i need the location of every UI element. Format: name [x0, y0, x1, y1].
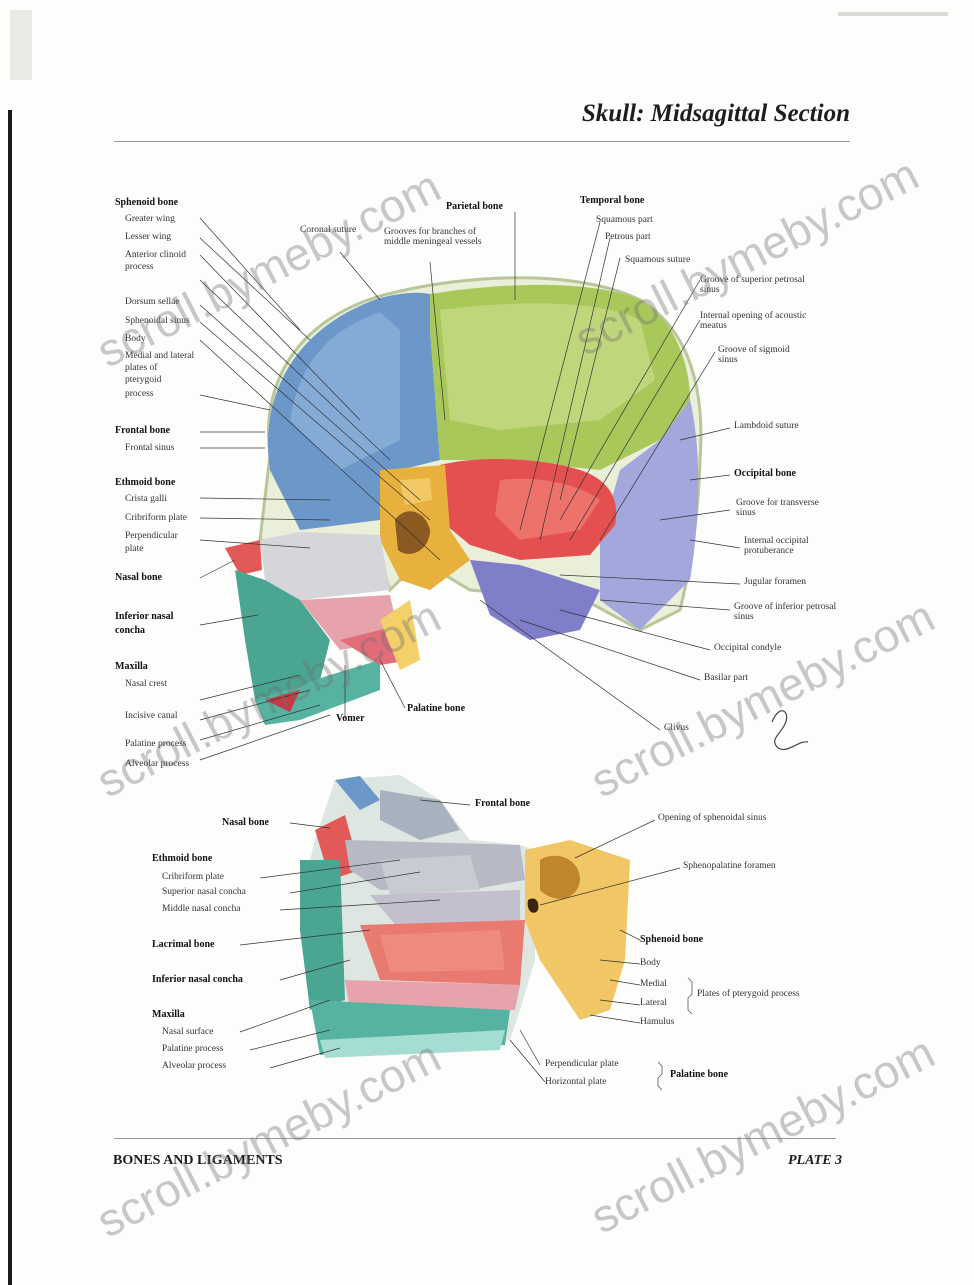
label-occipital-condyle: Occipital condyle [714, 644, 781, 654]
label-nasal-crest: Nasal crest [125, 680, 167, 690]
label-plates-pterygoid: Plates of pterygoid process [697, 990, 800, 1000]
label-process: process [125, 390, 154, 400]
label-lower-alveolar-process: Alveolar process [162, 1062, 226, 1072]
label-lower-nasal-surface: Nasal surface [162, 1028, 213, 1038]
label-perpendicular-plate: Perpendicular plate [545, 1060, 619, 1070]
label-parietal-bone: Parietal bone [446, 202, 503, 213]
label-maxilla: Maxilla [115, 662, 148, 673]
label-lesser-wing: Lesser wing [125, 233, 171, 243]
label-opening-sphenoidal-sinus: Opening of sphenoidal sinus [658, 814, 766, 824]
label-squamous-part: Squamous part [596, 216, 653, 226]
label-lower-superior-concha: Superior nasal concha [162, 888, 246, 898]
label-lower-frontal-bone: Frontal bone [475, 799, 530, 810]
label-palatine-bone: Palatine bone [407, 704, 465, 715]
label-perpendicular-plate: plate [125, 545, 143, 555]
label-groove-transverse: Groove for transverse sinus [736, 499, 836, 519]
label-lower-cribriform-plate: Cribriform plate [162, 873, 224, 883]
label-groove-inferior-petrosal: Groove of inferior petrosal sinus [734, 603, 844, 623]
label-lower-inferior-concha: Inferior nasal concha [152, 975, 243, 986]
label-vomer: Vomer [336, 714, 365, 725]
label-anterior-clinoid-process: process [125, 263, 154, 273]
label-horizontal-plate: Horizontal plate [545, 1078, 606, 1088]
label-groove-sigmoid: Groove of sigmoid sinus [718, 346, 808, 366]
label-internal-acoustic-meatus: Internal opening of acoustic meatus [700, 312, 820, 332]
label-lower-body: Body [640, 959, 661, 969]
label-lambdoid-suture: Lambdoid suture [734, 422, 799, 432]
label-medial-plate: Medial [640, 980, 667, 990]
label-crista-galli: Crista galli [125, 495, 167, 505]
label-lower-ethmoid-bone: Ethmoid bone [152, 854, 212, 865]
footer-plate-number: PLATE 3 [788, 1153, 842, 1169]
label-lateral-plate: Lateral [640, 999, 667, 1009]
label-occipital-bone: Occipital bone [734, 469, 796, 480]
label-greater-wing: Greater wing [125, 215, 175, 225]
label-ethmoid-bone: Ethmoid bone [115, 478, 175, 489]
label-lower-nasal-bone: Nasal bone [222, 818, 269, 829]
label-internal-occipital-protuberance: Internal occipital protuberance [744, 537, 854, 557]
label-frontal-sinus: Frontal sinus [125, 444, 174, 454]
label-lower-lacrimal-bone: Lacrimal bone [152, 940, 215, 951]
label-concha: concha [115, 626, 145, 637]
label-petrous-part: Petrous part [605, 233, 651, 243]
label-lower-middle-concha: Middle nasal concha [162, 905, 241, 915]
label-lower-maxilla: Maxilla [152, 1010, 185, 1021]
label-pterygoid: pterygoid [125, 376, 161, 386]
label-perpendicular: Perpendicular [125, 532, 178, 542]
label-cribriform-plate: Cribriform plate [125, 514, 187, 524]
label-nasal-bone: Nasal bone [115, 573, 162, 584]
label-temporal-bone: Temporal bone [580, 196, 644, 207]
label-jugular-foramen: Jugular foramen [744, 578, 806, 588]
label-anterior-clinoid: Anterior clinoid [125, 251, 186, 261]
label-hamulus: Hamulus [640, 1018, 674, 1028]
label-frontal-bone: Frontal bone [115, 426, 170, 437]
label-lower-sphenoid-bone: Sphenoid bone [640, 935, 703, 946]
label-lower-palatine-process: Palatine process [162, 1045, 223, 1055]
lower-nasal-wall-figure [300, 775, 630, 1058]
label-inferior-nasal: Inferior nasal [115, 612, 173, 623]
label-sphenopalatine-foramen: Sphenopalatine foramen [683, 862, 776, 872]
label-sphenoid-bone: Sphenoid bone [115, 198, 178, 209]
label-lower-palatine-bone: Palatine bone [670, 1070, 728, 1081]
